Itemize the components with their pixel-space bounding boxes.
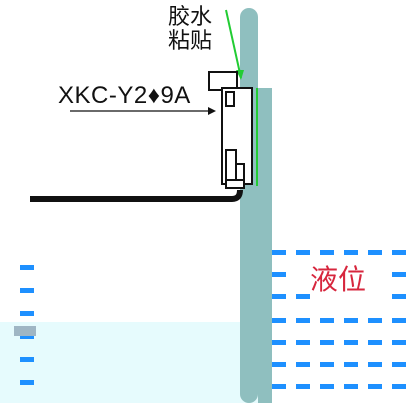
glue-pointer-line xyxy=(225,9,242,79)
model-pointer-arrowhead xyxy=(208,107,216,115)
container-wall xyxy=(240,8,258,403)
liquid-dashes-left xyxy=(14,265,36,385)
sensor-model-label: XKC-Y2♦9A xyxy=(58,82,191,109)
container-wall-lower xyxy=(258,88,272,403)
liquid-dashes-right xyxy=(272,250,406,389)
sensor-body xyxy=(208,71,253,189)
glue-label: 胶水粘贴 xyxy=(168,5,213,54)
liquid-fill-left xyxy=(0,322,258,403)
liquid-level-label: 液位 xyxy=(310,263,367,296)
sensor-cable xyxy=(30,189,243,202)
